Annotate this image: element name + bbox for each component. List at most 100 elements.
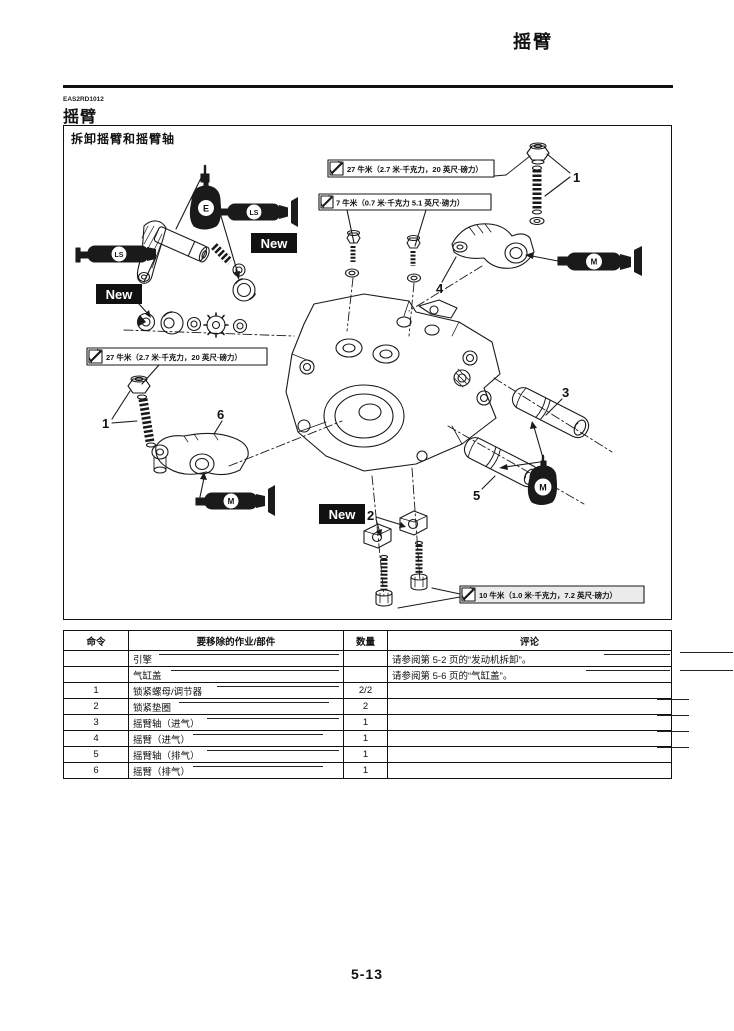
moly-oil-bottle-icon [499,421,558,506]
cell-job: 引擎 [128,651,343,666]
torque-note-b-text: 7 牛米（0.7 米·千克力 5.1 英尺·磅力） [336,198,464,208]
table-row: 1 锁紧螺母/调节器 2/2 [64,682,671,698]
cell-remarks: 请参阅第 5-2 页的“发动机拆卸”。 [387,651,671,666]
job-text: 锁紧螺母/调节器 [133,686,203,698]
cell-job: 锁紧垫圈 [128,699,343,714]
moly-grease-tube-icon [525,246,642,276]
leader-line [586,670,670,671]
cell-job: 摇臂轴（排气） [128,747,343,762]
new-flag-bottom [319,504,365,524]
leader-line [193,734,323,735]
callout-1-bottom: 1 [102,416,109,431]
lithium-grease-tube-icon-left [75,245,157,283]
torque-note-7nm [318,193,492,247]
job-text: 引擎 [133,654,153,666]
callout-1-top: 1 [573,170,580,185]
col-header-order: 命令 [86,636,106,648]
table-row: 2 锁紧垫圈 2 [64,698,671,714]
job-text: 摇臂轴（排气） [133,750,200,762]
cell-qty: 1 [343,731,387,746]
cell-qty: 1 [343,715,387,730]
lithium-grease-label: LS [250,210,259,217]
job-text: 摇臂轴（进气） [133,718,200,730]
cell-qty [343,667,387,682]
callout-2: 2 [367,508,374,523]
overflow-line [657,747,689,748]
cover-bolts [344,229,422,283]
callout-3-leader [545,398,563,416]
overflow-line [680,652,733,653]
cell-qty [343,651,387,666]
torque-wrench-icon [461,586,476,601]
callout-4-leader [441,256,457,283]
moly-label-bottom: M [228,497,235,506]
rocker-shaft-intake [511,387,590,439]
callout-1-top-leaders [544,153,571,197]
center-lines [123,265,613,597]
torque-note-d-text: 10 牛米（1.0 米·千克力，7.2 英尺·磅力） [479,590,617,600]
decomp-gear [203,312,229,338]
cell-order: 2 [93,701,99,712]
leader-line [207,750,339,751]
decomp-small-parts [136,311,248,338]
job-text: 锁紧垫圈 [133,702,172,714]
section-title: 摇臂 [63,109,98,126]
col-header-remarks: 评论 [387,631,671,650]
cell-order [64,667,128,682]
rocker-arm-exhaust [151,432,249,476]
table-row: 5 摇臂轴（排气） 1 [64,746,671,762]
cell-remarks [387,747,671,762]
moly-label-bottle: M [539,483,547,493]
torque-note-a-text: 27 牛米（2.7 米·千克力，20 英尺·磅力） [347,164,483,174]
job-text: 摇臂（排气） [133,766,191,778]
cell-order: 5 [93,749,99,760]
cell-order: 4 [93,733,99,744]
engine-oil-label: E [203,204,209,214]
cell-qty: 1 [343,747,387,762]
locknut-adjuster-top [526,142,550,226]
torque-wrench-icon [329,160,344,175]
cylinder-head [285,293,501,472]
cell-qty: 1 [343,763,387,778]
callout-1-bottom-leaders [111,390,138,424]
torque-note-c-text: 27 牛米（2.7 米·千克力，20 英尺·磅力） [106,352,242,362]
torque-note-10nm [397,585,645,609]
engine-oil-can-icon [175,164,222,230]
table-row: 3 摇臂轴（进气） 1 [64,714,671,730]
decomp-spring [211,243,233,265]
bearing-ring [232,278,256,302]
col-header-qty: 数量 [343,631,387,650]
lithium-grease-label-left: LS [115,252,124,259]
leader-line [207,718,339,719]
locknut-adjuster-bottom [127,375,157,448]
overflow-line [657,715,689,716]
overflow-line [657,699,689,700]
cell-remarks: 请参阅第 5-6 页的“气缸盖”。 [387,667,671,682]
table-header-row: 命令 要移除的作业/部件 数量 评论 [64,631,671,650]
new-flag-left-label: New [106,287,134,302]
new-flag-upper-label: New [261,236,289,251]
moly-grease-tube-icon-bottom [195,472,275,516]
exploded-diagram-panel: 拆卸摇臂和摇臂轴 [63,125,672,620]
table-row: 4 摇臂（进气） 1 [64,730,671,746]
cell-remarks [387,683,671,698]
new-flag-bottom-label: New [329,507,357,522]
overflow-line [657,731,689,732]
cell-job: 摇臂（进气） [128,731,343,746]
new-flag-upper [251,233,297,253]
moly-label: M [591,258,598,267]
leader-line [159,654,339,655]
cell-order: 1 [93,685,99,696]
diagram-title: 拆卸摇臂和摇臂轴 [71,132,176,146]
cell-qty: 2 [343,699,387,714]
lithium-grease-tube-icon [218,197,298,280]
cell-remarks [387,731,671,746]
torque-note-27nm-top [327,155,531,178]
rocker-arm-intake [451,223,535,269]
lock-washer-clips [363,510,428,549]
job-text: 气缸盖 [133,670,162,682]
cell-order: 3 [93,717,99,728]
cell-job: 气缸盖 [128,667,343,682]
cell-order: 6 [93,765,99,776]
